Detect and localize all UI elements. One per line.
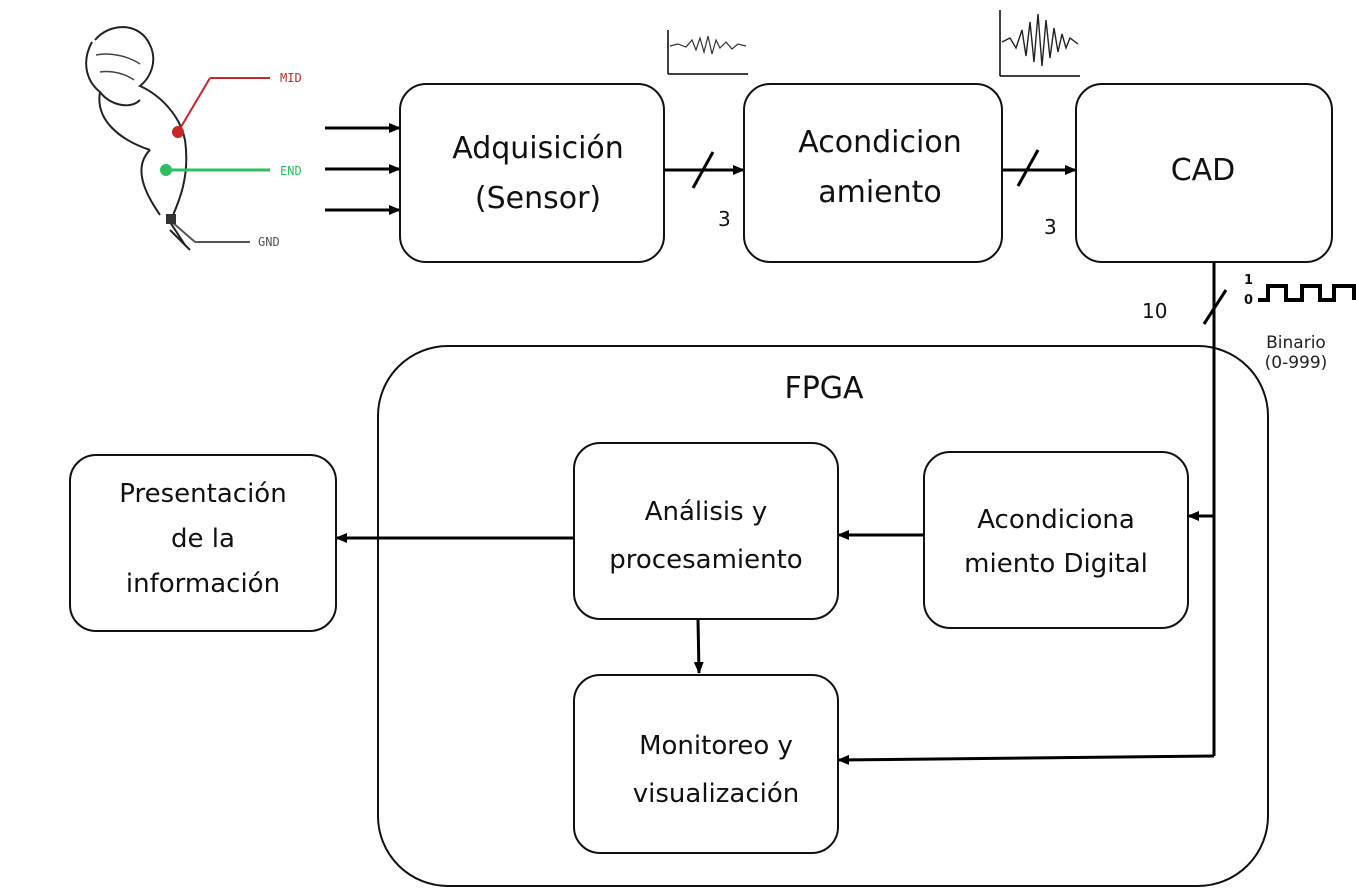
monitoreo-line-1: Monitoreo y bbox=[639, 731, 793, 761]
acondicionamiento-line-2: amiento bbox=[818, 175, 942, 210]
bus-width-label: 3 bbox=[718, 207, 731, 231]
acond-digital-line-1: Acondiciona bbox=[977, 505, 1135, 535]
end-label: END bbox=[280, 164, 302, 178]
end-electrode-icon bbox=[160, 164, 172, 176]
acondicionamiento-line-1: Acondicion bbox=[798, 125, 961, 160]
presentacion-line-3: información bbox=[126, 569, 280, 599]
presentacion-line-2: de la bbox=[171, 524, 235, 554]
arrow-to-monitoreo bbox=[693, 618, 704, 674]
adquisicion-line-1: Adquisición bbox=[452, 131, 624, 166]
bus-slash bbox=[1016, 149, 1040, 187]
acond-digital-line-2: miento Digital bbox=[964, 549, 1148, 579]
arm-illustration: MID END GND bbox=[85, 26, 302, 251]
presentacion-line-1: Presentación bbox=[119, 479, 286, 509]
amplified-signal-thumbnail bbox=[999, 10, 1080, 77]
adquisicion-block: Adquisición (Sensor) bbox=[399, 83, 665, 263]
analisis-line-1: Análisis y bbox=[645, 497, 768, 527]
mid-label: MID bbox=[280, 71, 302, 85]
acond-digital-block: Acondiciona miento Digital bbox=[923, 451, 1189, 629]
gnd-electrode-icon bbox=[166, 214, 176, 224]
bus-arrow-to-monitoreo bbox=[837, 754, 1215, 765]
raw-signal-thumbnail bbox=[667, 30, 748, 75]
binary-label: Binario bbox=[1266, 333, 1326, 353]
bus-slash bbox=[691, 151, 715, 189]
cad-block: CAD bbox=[1075, 83, 1333, 263]
adquisicion-line-2: (Sensor) bbox=[475, 181, 601, 216]
binary-low-label: 0 bbox=[1244, 293, 1253, 308]
binary-high-label: 1 bbox=[1244, 273, 1253, 288]
monitoreo-line-2: visualización bbox=[633, 779, 800, 809]
gnd-label: GND bbox=[258, 235, 280, 249]
binary-signal-icon bbox=[1258, 284, 1356, 302]
bus-width-label: 10 bbox=[1142, 299, 1167, 323]
analisis-line-2: procesamiento bbox=[609, 545, 802, 575]
monitoreo-block: Monitoreo y visualización bbox=[573, 674, 839, 854]
bus-width-label: 3 bbox=[1044, 215, 1057, 239]
fpga-label: FPGA bbox=[784, 371, 864, 406]
mid-electrode-icon bbox=[172, 126, 184, 138]
acondicionamiento-block: Acondicion amiento bbox=[743, 83, 1003, 263]
presentacion-block: Presentación de la información bbox=[69, 454, 337, 632]
cad-label: CAD bbox=[1171, 153, 1236, 188]
binary-range-label: (0-999) bbox=[1265, 353, 1328, 373]
analisis-block: Análisis y procesamiento bbox=[573, 442, 839, 620]
